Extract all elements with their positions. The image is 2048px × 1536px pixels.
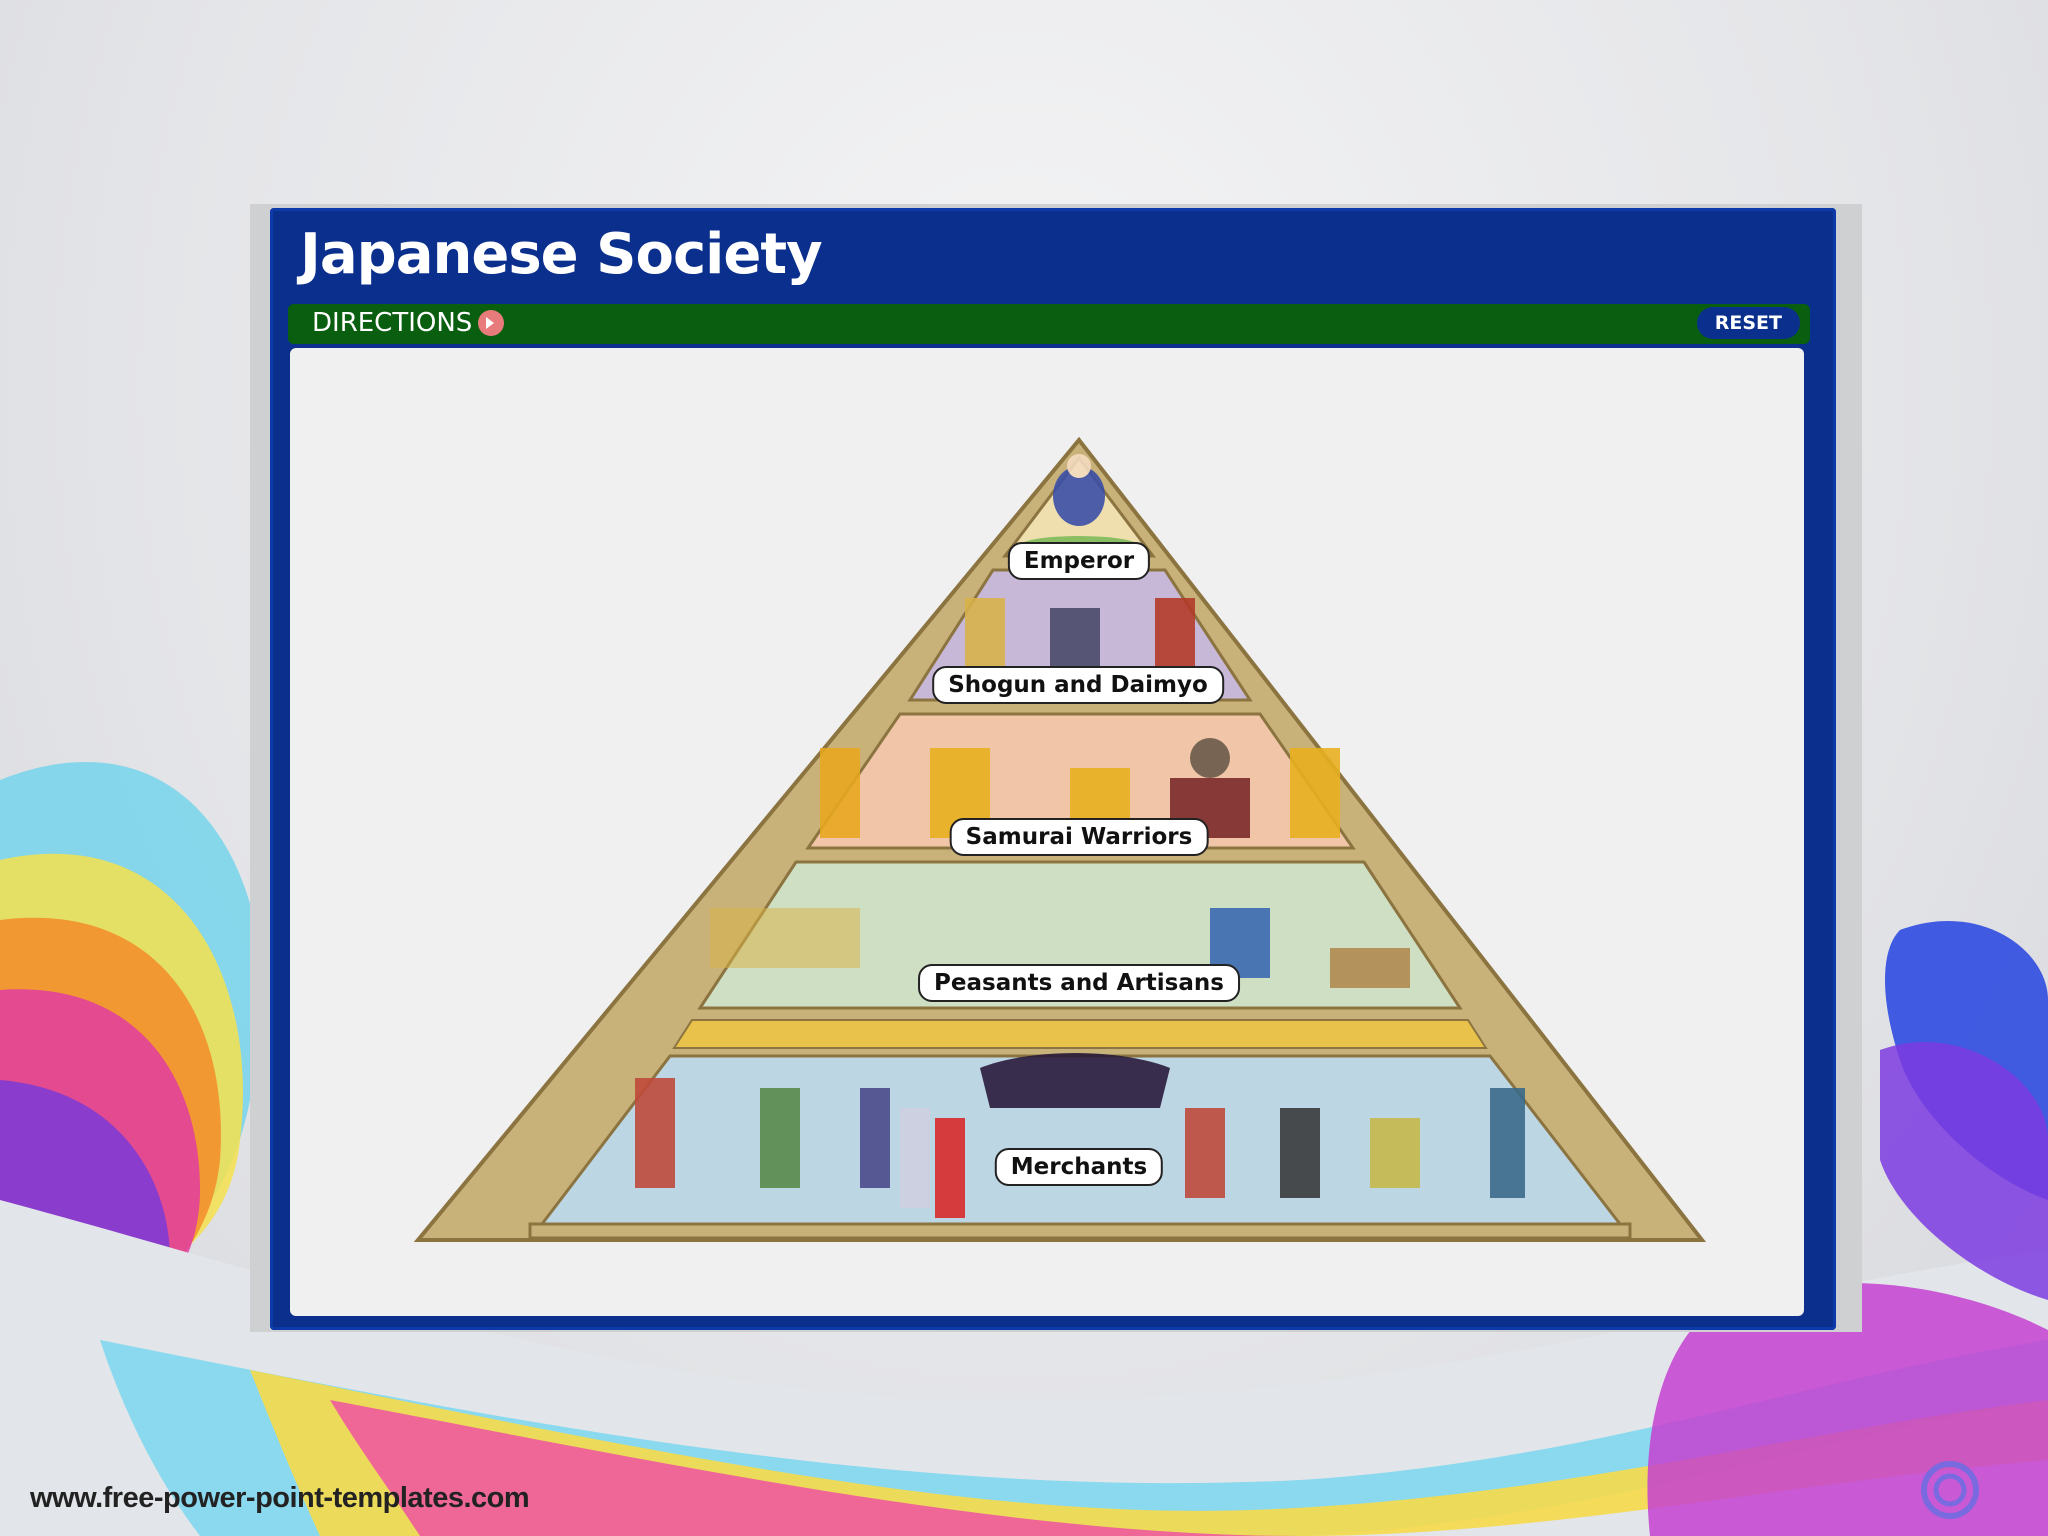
tier-label-peasants-artisans[interactable]: Peasants and Artisans [918, 964, 1240, 1002]
tier-label-samurai[interactable]: Samurai Warriors [949, 818, 1209, 856]
pyramid-canvas: Emperor Shogun and Daimyo Samurai Warrio… [290, 348, 1804, 1316]
tier-label-shogun-daimyo[interactable]: Shogun and Daimyo [932, 666, 1224, 704]
tier-label-merchants[interactable]: Merchants [994, 1148, 1164, 1186]
tier-label-emperor[interactable]: Emperor [1007, 542, 1151, 580]
pyramid-base [528, 1222, 1632, 1240]
window-title: Japanese Society [300, 222, 823, 287]
footer-url: www.free-power-point-templates.com [30, 1482, 530, 1514]
toolbar: DIRECTIONS RESET [288, 304, 1810, 344]
play-icon[interactable] [478, 310, 505, 336]
app-window: Japanese Society DIRECTIONS RESET [270, 208, 1836, 1330]
reset-button[interactable]: RESET [1696, 307, 1800, 339]
directions-label: DIRECTIONS [312, 308, 473, 338]
app-frame: Japanese Society DIRECTIONS RESET [250, 204, 1862, 1332]
directions-button[interactable]: DIRECTIONS [312, 308, 505, 338]
tier-divider-band [672, 1019, 1488, 1049]
